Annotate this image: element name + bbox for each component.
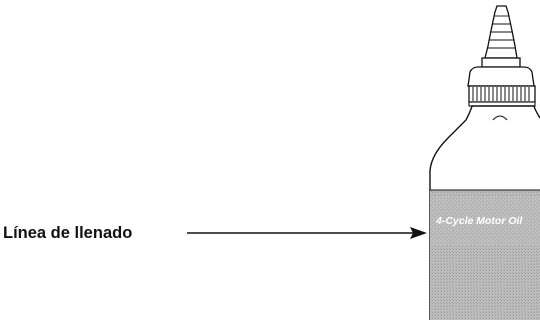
fill-line-callout: Línea de llenado (3, 224, 427, 242)
bottle-nozzle (481, 5, 521, 68)
oil-bottle-icon: 4-Cycle Motor Oil (429, 5, 540, 320)
callout-label: Línea de llenado (3, 224, 132, 242)
bottle-label-text: 4-Cycle Motor Oil (435, 215, 523, 227)
bottle-cap (467, 66, 536, 107)
bottle-label-band (430, 196, 540, 246)
bottle-shoulder-detail (492, 115, 508, 121)
arrow-right-icon (187, 227, 427, 239)
